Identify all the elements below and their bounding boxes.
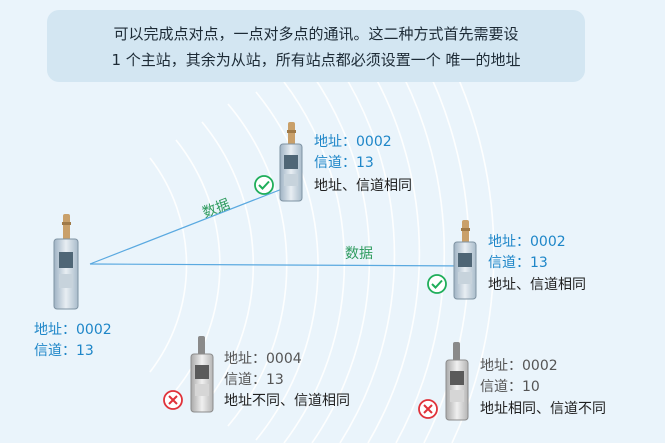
master-module-icon	[53, 214, 79, 310]
slave-middle-address: 地址：0004	[224, 351, 302, 367]
slave-bottom-right-address: 地址：0002	[480, 358, 558, 374]
slave-right-channel: 信道：13	[488, 255, 548, 271]
link-line-upper	[89, 181, 301, 265]
slave-top-result: 地址、信道相同	[314, 178, 412, 194]
slave-module-top-icon	[279, 122, 303, 202]
slave-bottom-right-result: 地址相同、信道不同	[480, 401, 606, 417]
intro-callout: 可以完成点对点，一点对多点的通讯。这二种方式首先需要设 1 个主站，其余为从站，…	[47, 10, 585, 82]
check-icon	[427, 274, 447, 294]
cross-icon	[163, 390, 183, 410]
slave-middle-result: 地址不同、信道相同	[224, 393, 350, 409]
master-address: 地址：0002	[34, 322, 112, 338]
intro-line-2: 1 个主站，其余为从站，所有站点都必须设置一个 唯一的地址	[111, 51, 521, 69]
slave-middle-channel: 信道：13	[224, 372, 284, 388]
check-icon	[254, 175, 274, 195]
cross-icon	[418, 399, 438, 419]
slave-module-gray-middle-icon	[190, 336, 214, 413]
slave-top-channel: 信道：13	[314, 155, 374, 171]
link-line-lower	[89, 263, 471, 267]
slave-module-right-icon	[453, 220, 477, 300]
signal-waves	[149, 61, 495, 443]
data-label-lower: 数据	[345, 246, 373, 262]
slave-top-address: 地址：0002	[314, 134, 392, 150]
slave-right-result: 地址、信道相同	[488, 277, 586, 293]
master-channel: 信道：13	[34, 343, 94, 359]
slave-module-gray-right-icon	[445, 342, 469, 421]
slave-bottom-right-channel: 信道：10	[480, 379, 540, 395]
slave-right-address: 地址：0002	[488, 234, 566, 250]
intro-line-1: 可以完成点对点，一点对多点的通讯。这二种方式首先需要设	[113, 25, 519, 43]
